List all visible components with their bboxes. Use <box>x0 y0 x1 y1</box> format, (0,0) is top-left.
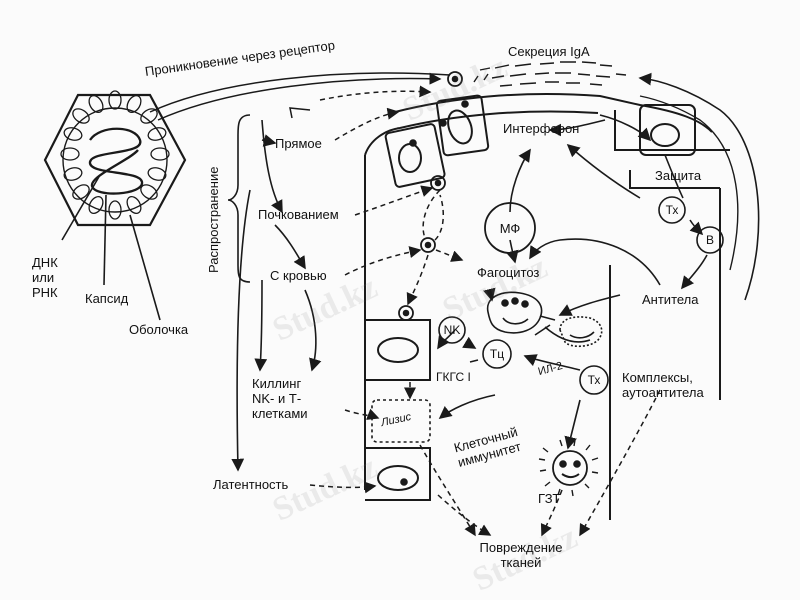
label-nk: NK <box>443 323 461 337</box>
virus-particle <box>43 90 187 321</box>
label-dth: ГЗТ <box>538 491 561 506</box>
iga-secretion-dashes <box>473 61 627 87</box>
label-b-cell: В <box>705 233 714 247</box>
dth-cell <box>538 439 599 497</box>
label-interferon: Интерферон <box>503 121 580 136</box>
label-dna-rna: ДНК или РНК <box>32 255 58 300</box>
label-capsid: Капсид <box>85 291 129 306</box>
label-mhc: ГКГС I <box>436 370 471 384</box>
label-direct: Прямое <box>275 136 322 151</box>
label-blood: С кровью <box>270 268 327 283</box>
label-complexes: Комплексы, аутоантитела <box>622 370 704 400</box>
label-tissue-damage: Повреждение тканей <box>479 540 563 570</box>
label-envelope: Оболочка <box>129 322 189 337</box>
label-tc: Тц <box>489 347 505 361</box>
label-killing: Киллинг NK- и Т- клетками <box>252 376 308 421</box>
label-th-lower: Тх <box>587 373 601 387</box>
label-spread: Распространение <box>206 166 221 273</box>
nucleic-acid-coil <box>88 127 144 195</box>
label-iga-secretion: Секреция IgA <box>508 44 590 59</box>
label-protection: Защита <box>655 168 702 183</box>
label-macrophage: МФ <box>499 221 521 236</box>
label-latency: Латентность <box>213 477 289 492</box>
capsomers <box>60 90 170 220</box>
label-antibodies: Антитела <box>642 292 699 307</box>
label-budding: Почкованием <box>258 207 339 222</box>
label-th-upper: Тх <box>665 203 679 217</box>
label-phagocytosis: Фагоцитоз <box>477 265 540 280</box>
epithelial-cells <box>364 93 730 520</box>
